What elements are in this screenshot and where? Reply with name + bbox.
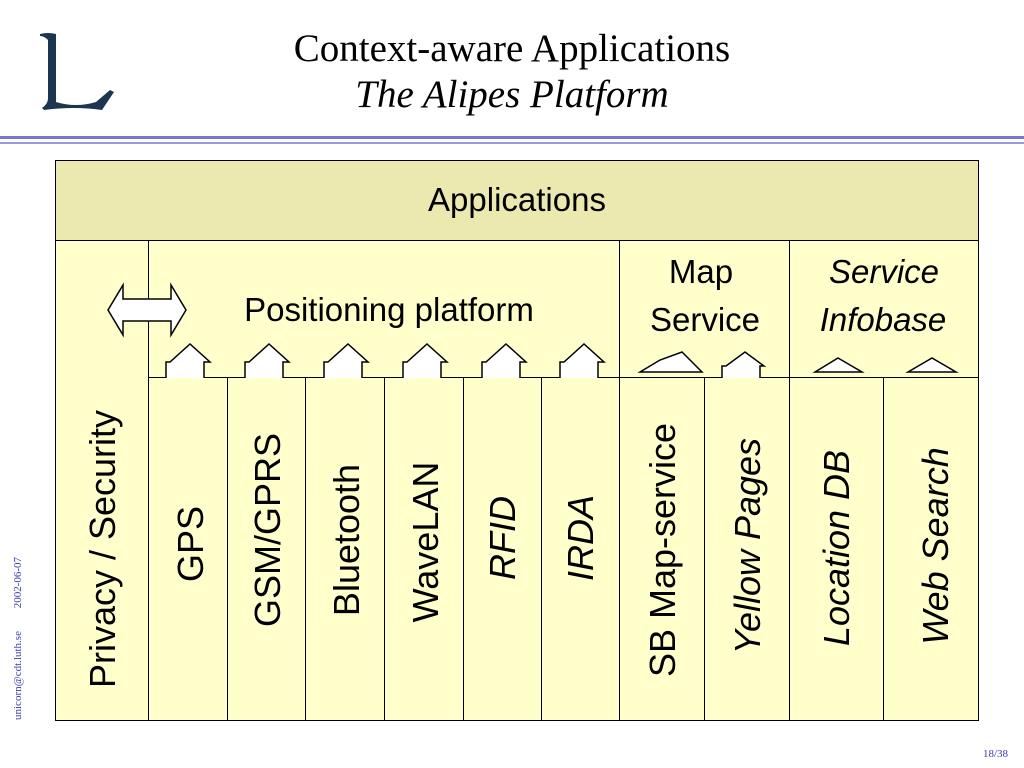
page-number: 18/38 [982,748,1008,760]
up-arrow-icon [905,357,959,373]
service-infobase-line-1: Service [828,253,940,290]
positioning-platform-label: Positioning platform [244,291,534,328]
tech-rfid: RFID [463,377,542,721]
up-arrow-icon [812,357,865,373]
up-arrow-icon [323,342,370,378]
logo-l-icon [40,33,114,110]
source-sb-map-service: SB Map-service [619,377,705,721]
map-service-line-2: Service [649,301,761,338]
up-arrow-icon [637,351,704,373]
map-service-layer: Map Service [619,240,790,378]
up-arrow-icon [481,342,528,378]
slide-title: Context-aware Applications The Alipes Pl… [150,26,874,118]
tech-irda: IRDA [541,377,620,721]
up-arrow-icon [721,351,767,378]
service-infobase-line-2: Infobase [819,301,947,338]
tech-gsm-gprs: GSM/GPRS [227,377,306,721]
title-line: Context-aware Applications [293,27,731,70]
up-arrow-icon [559,342,606,378]
tech-wavelan: WaveLAN [384,377,464,721]
source-web-search: Web Search [883,377,979,721]
up-arrow-icon [165,342,212,378]
subtitle-line: The Alipes Platform [355,73,669,116]
double-arrow-icon [107,282,187,338]
applications-label: Applications [428,181,606,218]
applications-layer: Applications [55,160,979,241]
tech-gps: GPS [148,377,228,721]
map-service-line-1: Map [668,253,734,290]
tech-bluetooth: Bluetooth [305,377,385,721]
header-rule [0,136,1024,139]
up-arrow-icon [402,342,449,378]
header-rule-secondary [0,142,1024,144]
source-yellow-pages: Yellow Pages [704,377,790,721]
positioning-platform-layer: Positioning platform [148,240,620,378]
source-location-db: Location DB [789,377,884,721]
service-infobase-layer: Service Infobase [789,240,979,378]
up-arrow-icon [244,342,291,378]
